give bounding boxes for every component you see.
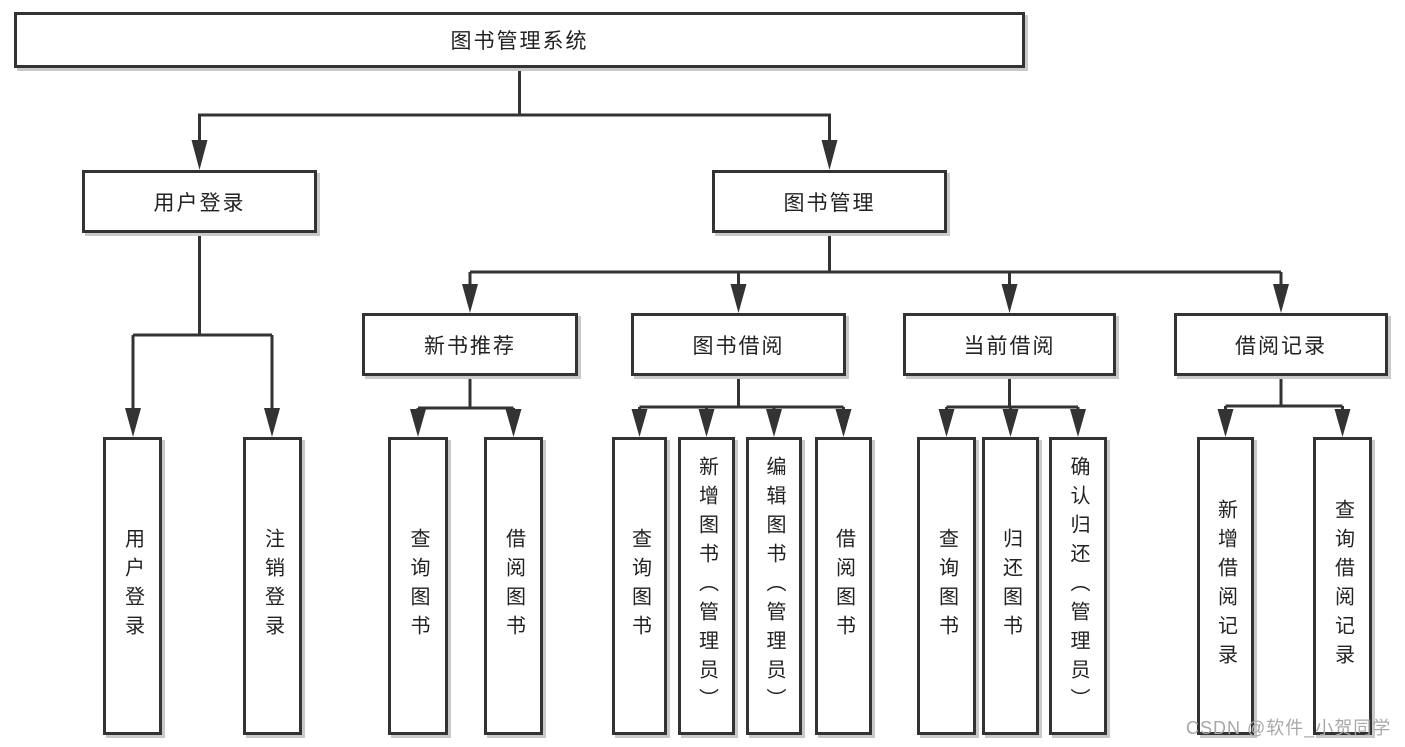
node-label: 归还图书 [999,528,1022,644]
node-book-borrow: 图书借阅 [631,313,846,376]
node-label: 注销登录 [261,528,284,644]
node-label: 查询图书 [407,528,429,644]
node-label: 查询图书 [935,528,958,644]
node-label: 图书管理系统 [450,30,589,53]
node-leaf-logout: 注销登录 [243,437,302,735]
node-leaf-return-book: 归还图书 [982,437,1039,735]
node-label: 用户登录 [121,528,144,644]
node-current-borrow: 当前借阅 [903,313,1116,376]
node-library-management-system: 图书管理系统 [14,12,1025,68]
node-label: 用户登录 [153,191,246,215]
node-label: 查询借阅记录 [1331,499,1354,673]
node-leaf-query-books-recommend: 查询图书 [388,437,448,735]
node-label: 新增图书（管理员） [695,455,718,717]
node-new-book-recommend: 新书推荐 [362,313,578,376]
node-label: 图书管理 [783,191,876,215]
node-user-login-module: 用户登录 [82,170,317,233]
node-label: 确认归还（管理员） [1067,455,1089,717]
node-book-management-module: 图书管理 [712,170,947,233]
node-leaf-edit-book-admin: 编辑图书（管理员） [746,437,802,735]
node-label: 当前借阅 [963,334,1056,358]
node-label: 新增借阅记录 [1214,499,1237,673]
node-leaf-borrow-books: 借阅图书 [815,437,872,735]
arrowheads [125,140,1351,437]
node-leaf-borrow-books-recommend: 借阅图书 [484,437,543,735]
node-label: 借阅记录 [1235,334,1327,358]
node-label: 借阅图书 [502,528,525,644]
node-leaf-add-book-admin: 新增图书（管理员） [678,437,735,735]
node-label: 借阅图书 [832,528,855,644]
node-borrow-records: 借阅记录 [1174,313,1388,376]
node-leaf-add-borrow-record: 新增借阅记录 [1197,437,1254,735]
watermark: CSDN @软件_小贺同学 [1186,718,1392,738]
node-leaf-user-login: 用户登录 [103,437,162,735]
node-leaf-query-borrow-record: 查询借阅记录 [1313,437,1372,735]
node-label: 查询图书 [628,528,651,644]
node-leaf-query-books-current: 查询图书 [917,437,976,735]
node-label: 编辑图书（管理员） [763,455,785,717]
node-leaf-query-books-borrow: 查询图书 [612,437,667,735]
node-label: 图书借阅 [692,334,785,358]
node-leaf-confirm-return-admin: 确认归还（管理员） [1049,437,1107,735]
node-label: 新书推荐 [424,334,516,358]
